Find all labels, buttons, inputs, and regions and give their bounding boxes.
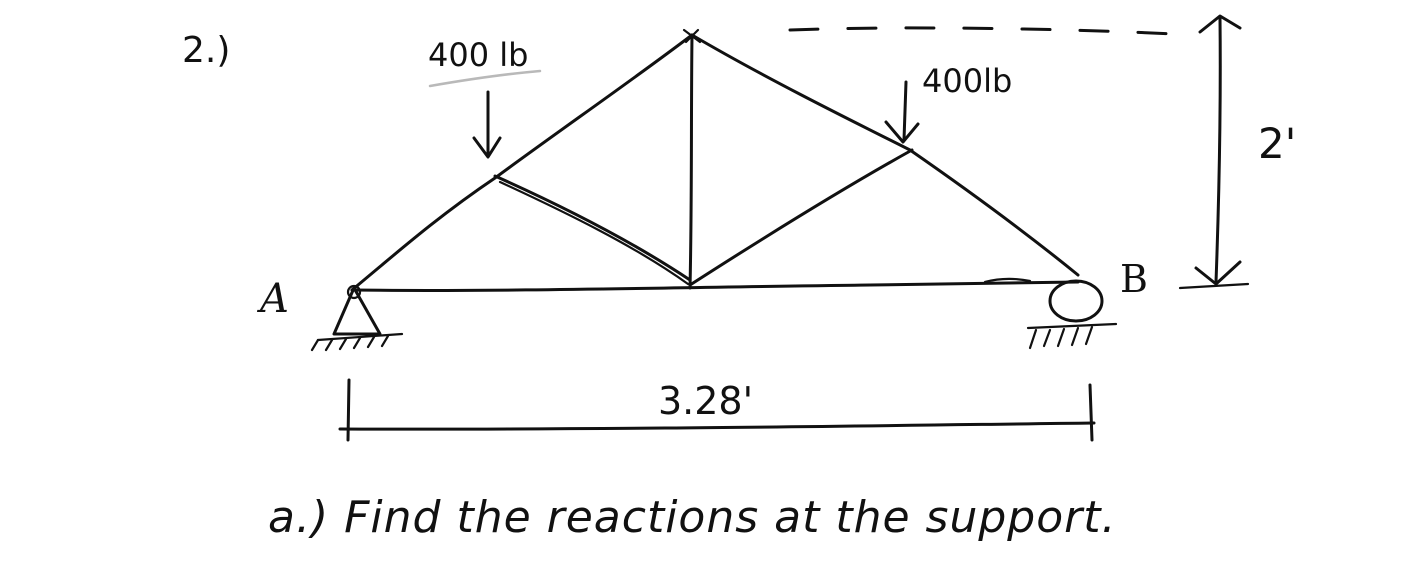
left-load-underline — [428, 69, 542, 88]
height-line — [1214, 16, 1222, 284]
support-a-label: A — [256, 276, 289, 322]
support-b: B — [1026, 257, 1148, 350]
bottom-chord — [350, 280, 1080, 292]
support-a: A — [256, 276, 404, 352]
right-diagonal-member — [688, 148, 914, 287]
question-text: a.) Find the reactions at the support. — [268, 492, 1116, 543]
left-load-label: 400 lb — [428, 36, 528, 74]
apex-mark — [682, 28, 702, 44]
right-load-label: 400lb — [922, 62, 1012, 100]
roller — [1048, 279, 1104, 323]
span-line — [338, 421, 1096, 431]
left-diagonal-stroke — [498, 180, 690, 286]
span-right-tick — [1088, 383, 1094, 442]
height-top-arrow — [1198, 14, 1242, 34]
span-dimension: 3.28' — [338, 378, 1096, 442]
joint-tick — [983, 277, 1032, 284]
roller-ground — [1026, 322, 1118, 330]
height-bottom-arrow — [1194, 260, 1242, 286]
right-load-arrowhead — [884, 120, 920, 144]
pin-joint — [346, 284, 362, 300]
pin-ground-hatch — [310, 334, 390, 352]
truss-members — [350, 28, 1080, 292]
height-base-tick — [1178, 282, 1250, 290]
left-load: 400 lb — [428, 36, 542, 159]
span-left-tick — [346, 378, 351, 442]
height-dashed-line — [788, 26, 1177, 36]
left-diagonal-member — [493, 174, 692, 282]
right-top-chord — [690, 33, 1080, 277]
roller-ground-hatch — [1028, 325, 1094, 350]
support-b-label: B — [1120, 257, 1148, 301]
right-load: 400lb — [884, 62, 1012, 144]
right-load-arrow — [902, 80, 908, 142]
left-top-chord — [350, 33, 694, 292]
problem-number: 2.) — [182, 30, 230, 71]
height-dimension: 2' — [788, 14, 1296, 290]
pin-triangle — [332, 286, 382, 336]
span-label: 3.28' — [658, 379, 753, 423]
left-load-arrowhead — [472, 136, 502, 159]
center-vertical-member — [688, 33, 694, 290]
height-label: 2' — [1258, 119, 1296, 168]
